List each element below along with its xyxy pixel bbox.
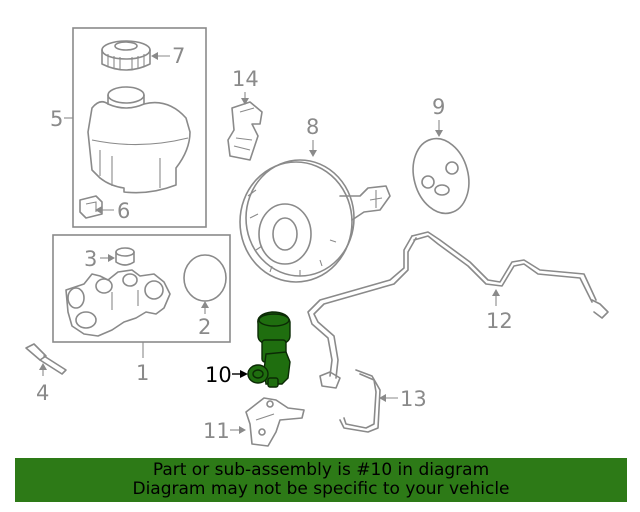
callout-6: 6 bbox=[95, 199, 130, 223]
callout-10: 10 bbox=[205, 363, 248, 387]
callout-5-label: 5 bbox=[50, 107, 63, 131]
callout-12-label: 12 bbox=[486, 309, 513, 333]
master-cylinder-part[interactable] bbox=[65, 269, 171, 337]
callout-3-label: 3 bbox=[84, 247, 97, 271]
callout-13-label: 13 bbox=[400, 387, 427, 411]
booster-gasket-part[interactable] bbox=[405, 132, 477, 219]
callout-2-label: 2 bbox=[198, 315, 211, 339]
callout-14: 14 bbox=[232, 67, 259, 105]
callout-14-label: 14 bbox=[232, 67, 259, 91]
bracket-part[interactable] bbox=[245, 397, 305, 447]
info-banner: Part or sub-assembly is #10 in diagram D… bbox=[15, 458, 627, 502]
reservoir-cap-part[interactable] bbox=[101, 40, 151, 71]
vacuum-hose-part[interactable] bbox=[307, 231, 609, 389]
callout-6-label: 6 bbox=[117, 199, 130, 223]
callout-7: 7 bbox=[151, 44, 185, 68]
callout-3: 3 bbox=[84, 247, 115, 271]
banner-line-1: Part or sub-assembly is #10 in diagram bbox=[152, 460, 490, 480]
reservoir-clip-part[interactable] bbox=[79, 195, 103, 219]
callout-4-label: 4 bbox=[36, 381, 49, 405]
callout-1: 1 bbox=[136, 342, 149, 385]
brake-fluid-reservoir-part[interactable] bbox=[87, 86, 191, 194]
callout-11-label: 11 bbox=[203, 419, 230, 443]
master-cylinder-group-frame bbox=[52, 234, 231, 343]
callout-5: 5 bbox=[50, 107, 73, 131]
reservoir-group-frame bbox=[72, 27, 207, 228]
vacuum-pump-part[interactable] bbox=[247, 311, 291, 388]
banner-line-2: Diagram may not be specific to your vehi… bbox=[132, 479, 510, 499]
callout-10-label: 10 bbox=[205, 363, 232, 387]
callout-1-label: 1 bbox=[136, 361, 149, 385]
callout-12: 12 bbox=[486, 289, 513, 333]
mounting-bolt-part[interactable] bbox=[25, 343, 67, 375]
brake-booster-part[interactable] bbox=[239, 159, 391, 283]
callout-9-label: 9 bbox=[432, 95, 445, 119]
hose-part[interactable] bbox=[339, 369, 381, 433]
callout-7-label: 7 bbox=[172, 44, 185, 68]
callout-8: 8 bbox=[306, 115, 319, 157]
level-sensor-part[interactable] bbox=[227, 101, 263, 161]
callout-4: 4 bbox=[36, 363, 49, 405]
seal-ring-part[interactable] bbox=[183, 254, 227, 302]
master-cylinder-cap-part[interactable] bbox=[115, 247, 135, 266]
callout-2: 2 bbox=[198, 301, 211, 339]
callout-11: 11 bbox=[203, 419, 246, 443]
callout-8-label: 8 bbox=[306, 115, 319, 139]
callout-13: 13 bbox=[379, 387, 427, 411]
callout-9: 9 bbox=[432, 95, 445, 137]
